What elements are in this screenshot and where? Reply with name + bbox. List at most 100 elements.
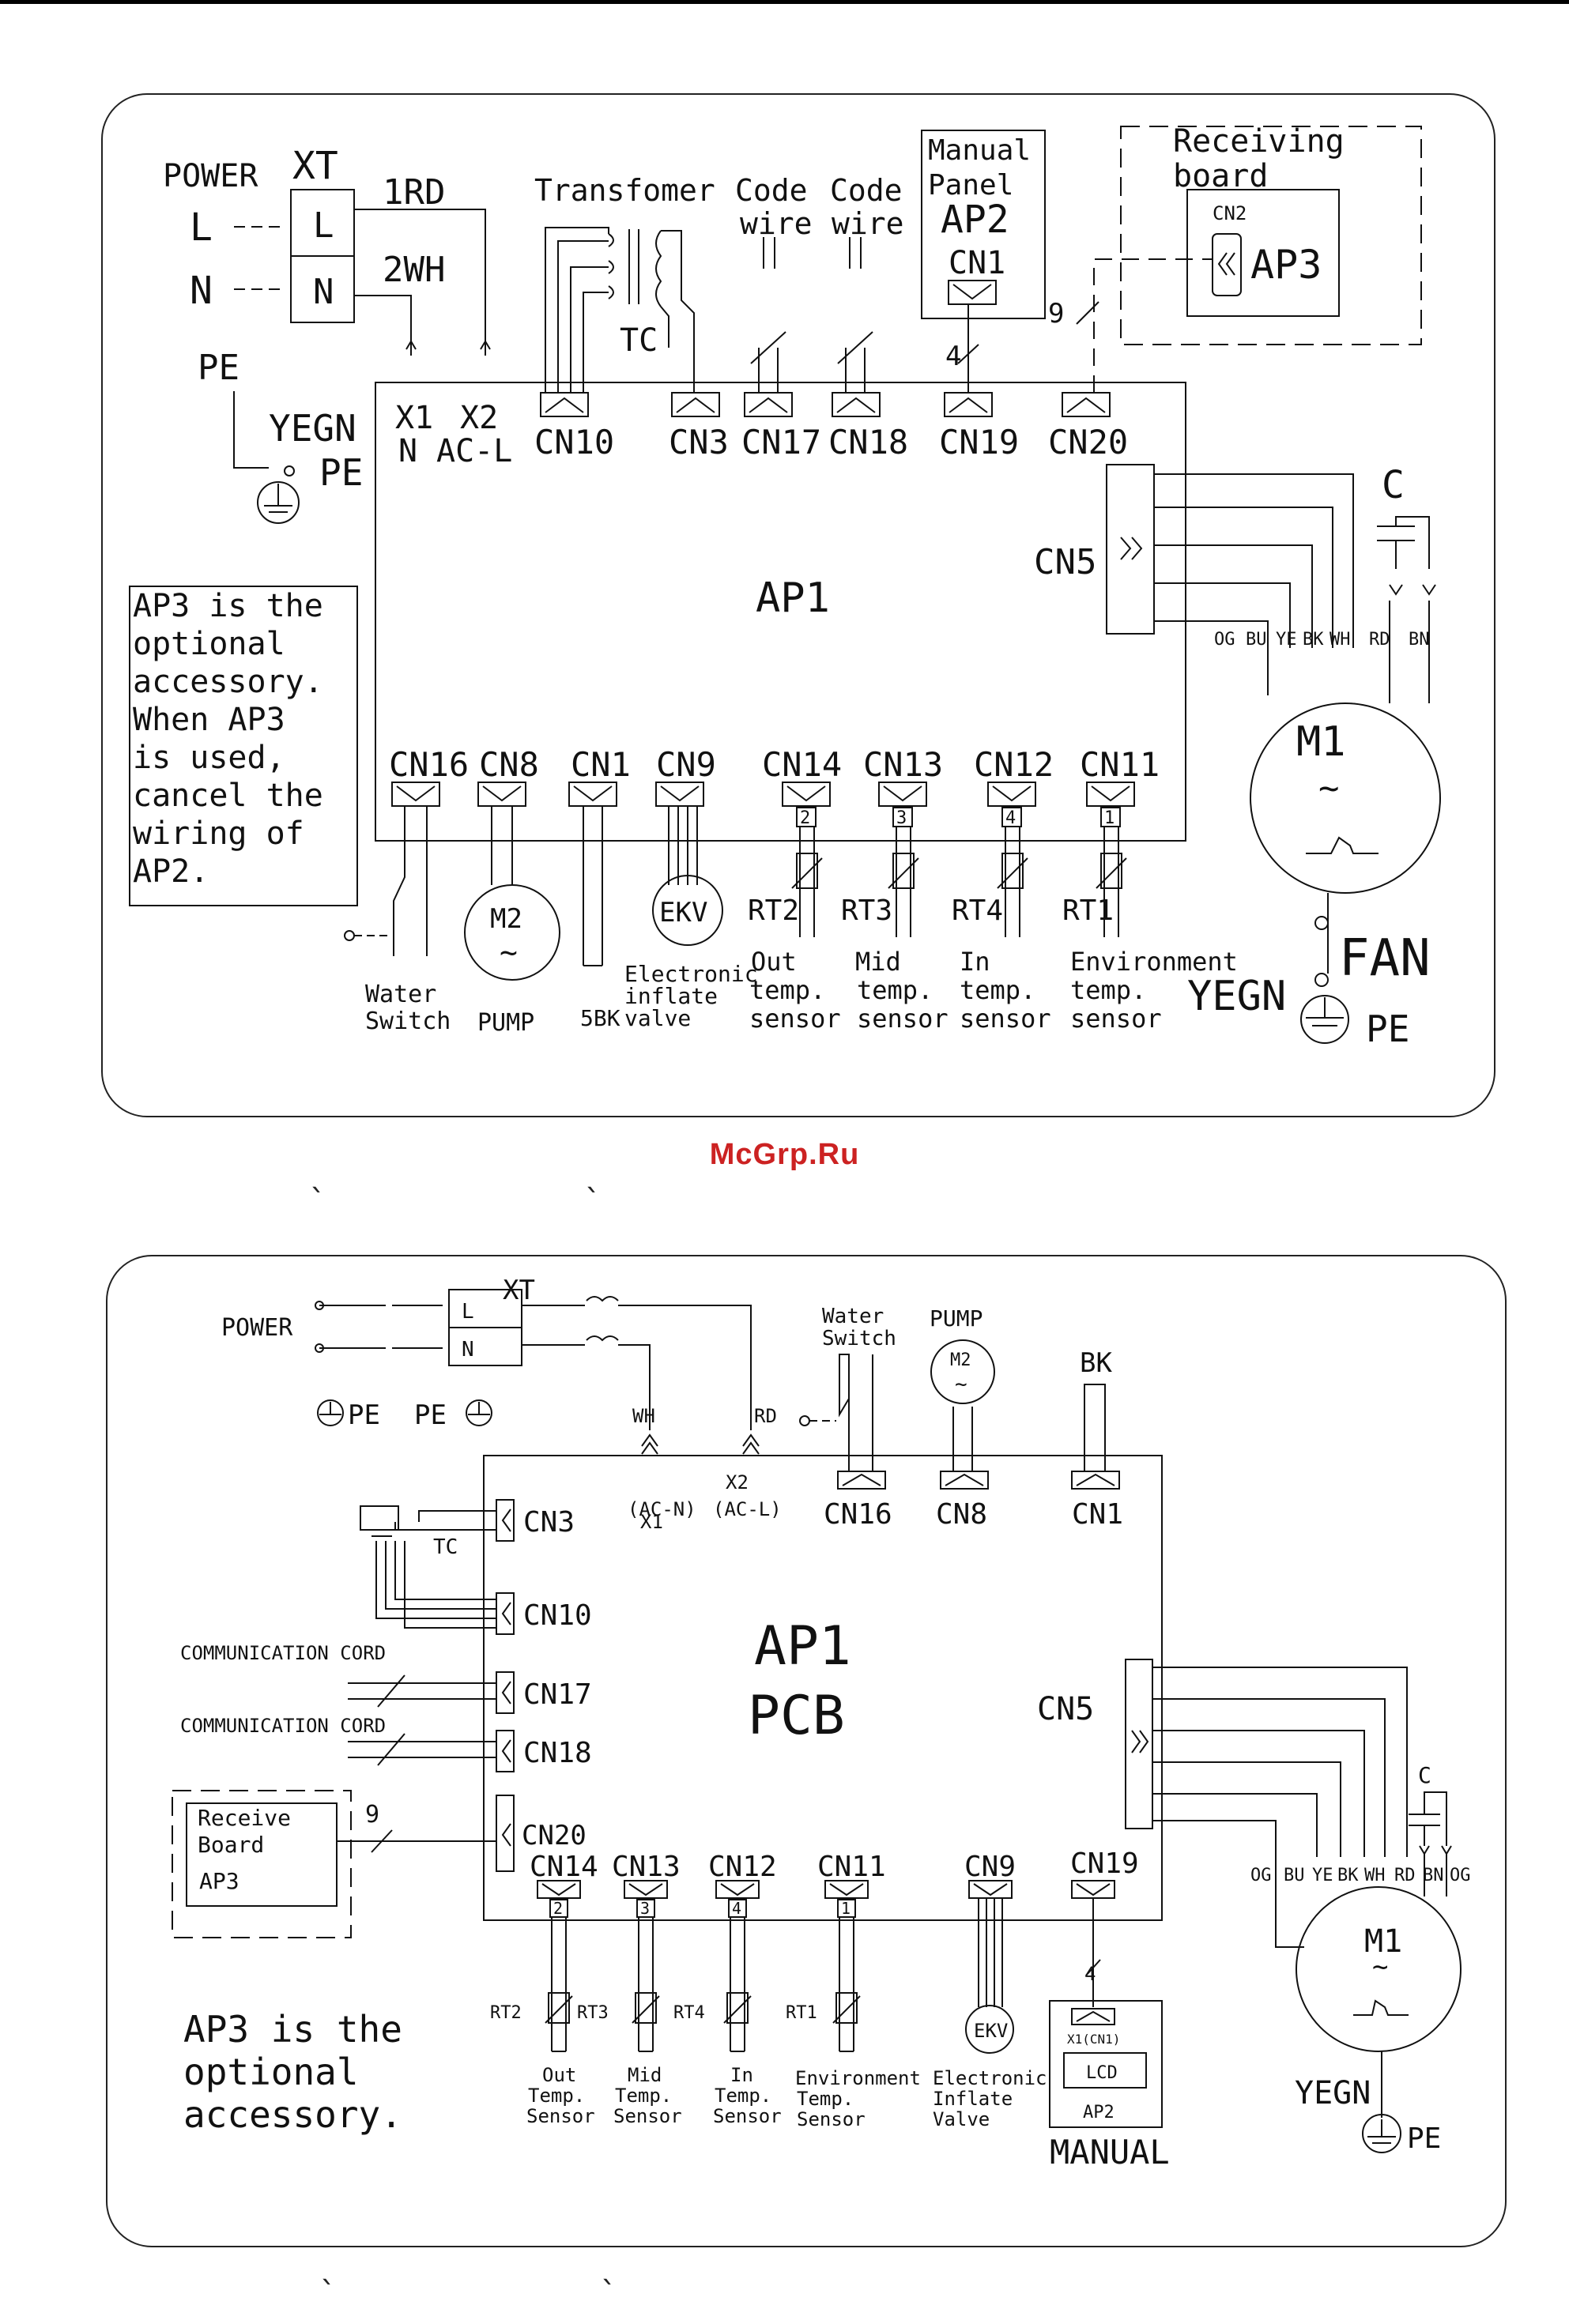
receive-board-outline [172,1790,352,1938]
rt3-label: RT3 [841,895,892,927]
water-switch-label-2: Switch [822,1327,896,1350]
pe-top-label: PE [198,348,239,388]
note-line-2: optional [183,2051,359,2093]
n-terminal-label: N [313,272,334,312]
manual-panel-sub: Panel [928,169,1013,202]
water-switch-label: Water [365,981,436,1008]
cn14-label-2: CN14 [530,1851,598,1883]
xt-label: XT [292,144,338,188]
x1-sub-label: N [398,433,417,469]
rt1-label: RT1 [1062,895,1114,927]
connector-cn18 [832,392,881,417]
cn11-label-2: CN11 [817,1851,886,1883]
diagram-1 [129,126,1441,1044]
wh-wire-label-2: WH [632,1405,655,1427]
connector-cn13 [878,782,927,807]
wire-color-og: OG [1450,1866,1471,1885]
m1-symbol-2: ~ [1372,1951,1388,1983]
water-switch-label-2: Water [822,1305,884,1328]
note-line: AP2. [133,853,209,890]
yegn-label-2: YEGN [1295,2075,1371,2111]
cn17-label: CN17 [741,423,821,461]
receiving-board-label: Receiving [1173,123,1345,160]
connector-cn14 [782,782,831,807]
receiving-board-sub: board [1173,158,1268,194]
valve-label-2: Electronic [933,2067,1047,2089]
wire-color-og: OG [1214,630,1235,650]
tc-label: TC [620,322,658,359]
m1-label: M1 [1296,718,1346,766]
wire-4-label-2: 4 [1084,1963,1096,1985]
env-sensor-label-2: Temp. [797,2088,854,2110]
x2-sub-label-2: (AC-L) [713,1498,782,1520]
cn3-label: CN3 [669,423,729,461]
cn18-label: CN18 [828,423,908,461]
connector-cn14 [537,1880,581,1899]
cn12-label: CN12 [974,745,1054,784]
ap1-pcb [375,382,1186,842]
fan-pe-label: PE [1366,1008,1409,1050]
sensor-rt2 [545,1917,573,2052]
capacitor [1377,516,1436,703]
ekv-valve [965,2005,1014,2054]
note-line: When AP3 [133,702,285,738]
cn14-label: CN14 [762,745,842,784]
l-terminal-label-2: L [462,1300,474,1324]
cn19-label: CN19 [939,423,1019,461]
note-box [129,586,358,906]
cn18-label-2: CN18 [523,1737,592,1769]
caption-mark: ` [310,1184,326,1220]
note-line-2: accessory. [183,2093,402,2136]
wire-color-bn: BN [1423,1866,1444,1885]
diagram-panel-2 [106,1255,1507,2247]
wire-9-label-2: 9 [365,1801,379,1829]
ap1-pcb-2 [483,1455,1163,1921]
wire-color-bu: BU [1246,630,1267,650]
bk-label-2: BK [1080,1347,1112,1379]
note-line: cancel the [133,778,323,814]
rd-wire-label: 1RD [383,172,445,213]
rt4-label: RT4 [952,895,1003,927]
fan-label: FAN [1339,929,1431,988]
m2-symbol-2: ~ [955,1373,967,1396]
cn8-label: CN8 [479,745,539,784]
m1-symbol: ~ [1318,768,1340,808]
mid-sensor-label-2: Temp. [615,2085,672,2107]
xt-label-2: XT [503,1275,535,1306]
out-sensor-label-2: Sensor [526,2105,595,2127]
cn13-label-2: CN13 [612,1851,681,1883]
connector-cn20 [496,1795,515,1872]
ground-icon [317,1399,344,1426]
rt1-label-2: RT1 [786,2003,817,2023]
pin-number: 3 [640,1899,650,1918]
receive-board-ap3 [186,1802,338,1907]
caption-mark: ` [585,1184,601,1220]
wh-wire-label: 2WH [383,250,445,290]
env-sensor-label: temp. [1070,975,1146,1005]
connector-cn11 [1086,782,1135,807]
pe-ground-label-2: PE [1407,2122,1441,2155]
wire-color-bk: BK [1337,1866,1359,1885]
connector-cn17 [496,1671,515,1714]
in-sensor-label: temp. [960,975,1035,1005]
in-sensor-label: sensor [960,1004,1051,1034]
env-sensor-label-2: Environment [795,2067,921,2089]
ap1-label-2: AP1 [754,1615,851,1678]
receiving-board-ap3 [1186,189,1340,317]
watermark: McGrp.Ru [709,1138,860,1171]
cn10-label: CN10 [534,423,614,461]
rt2-label-2: RT2 [490,2003,522,2023]
sensor-rt3 [888,827,919,937]
out-sensor-label: Out [751,947,797,977]
manual-panel-label: Manual [928,134,1031,167]
wire-color-ye: YE [1312,1866,1333,1885]
code-wire-2-label: Code [830,173,903,208]
pump-label-2: PUMP [930,1305,983,1331]
cn13-label: CN13 [863,745,943,784]
pump-label: PUMP [477,1009,534,1037]
connector-cn10 [540,392,589,417]
pin-number: 2 [553,1899,563,1918]
pe-right-label: PE [414,1399,447,1431]
power-label-2: POWER [221,1314,293,1342]
pin-number: 4 [732,1899,741,1918]
